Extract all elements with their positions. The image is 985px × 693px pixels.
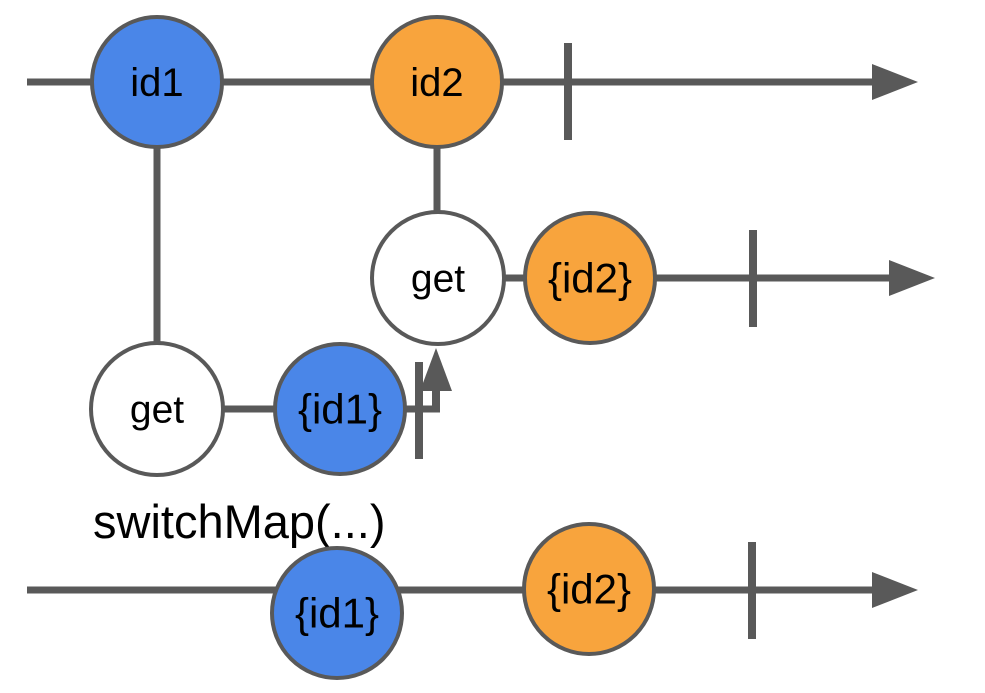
inner-timeline-1: get {id1} (89, 341, 452, 477)
marble-result-id1-label: {id1} (298, 386, 382, 433)
marble-output-id1: {id1} (270, 546, 404, 680)
marble-result-id2-circle (523, 211, 657, 345)
marble-result-id2-label: {id2} (548, 255, 632, 302)
output-timeline: {id1} {id2} (27, 522, 918, 680)
right-arrow-icon (872, 64, 918, 100)
inner-timeline-2: get {id2} (370, 210, 935, 346)
marble-get-2-label: get (411, 258, 465, 301)
marble-id1: id1 (90, 15, 224, 149)
marble-result-id1-circle (273, 342, 407, 476)
marble-output-id2: {id2} (522, 522, 656, 656)
marble-id1-circle (90, 15, 224, 149)
marble-get-1-label: get (130, 389, 184, 432)
marble-get-1-circle (89, 341, 225, 477)
source-timeline: id1 id2 (27, 15, 918, 347)
up-arrow-icon (420, 348, 452, 391)
marble-output-id2-label: {id2} (547, 566, 631, 613)
marble-id2-circle (370, 15, 504, 149)
right-arrow-icon (872, 572, 918, 608)
marble-get-1: get (89, 341, 225, 477)
marble-result-id2-inner: {id2} (523, 211, 657, 345)
switch-arrow (420, 348, 452, 409)
operator-label: switchMap(...) (93, 495, 386, 548)
marble-output-id1-label: {id1} (295, 590, 379, 637)
marble-output-id2-circle (522, 522, 656, 656)
marble-get-2: get (370, 210, 506, 346)
marble-id2-label: id2 (410, 61, 463, 105)
marble-id1-label: id1 (130, 61, 183, 105)
marble-result-id1-inner: {id1} (273, 342, 407, 476)
marble-output-id1-circle (270, 546, 404, 680)
marble-id2: id2 (370, 15, 504, 149)
right-arrow-icon (889, 260, 935, 296)
marble-get-2-circle (370, 210, 506, 346)
